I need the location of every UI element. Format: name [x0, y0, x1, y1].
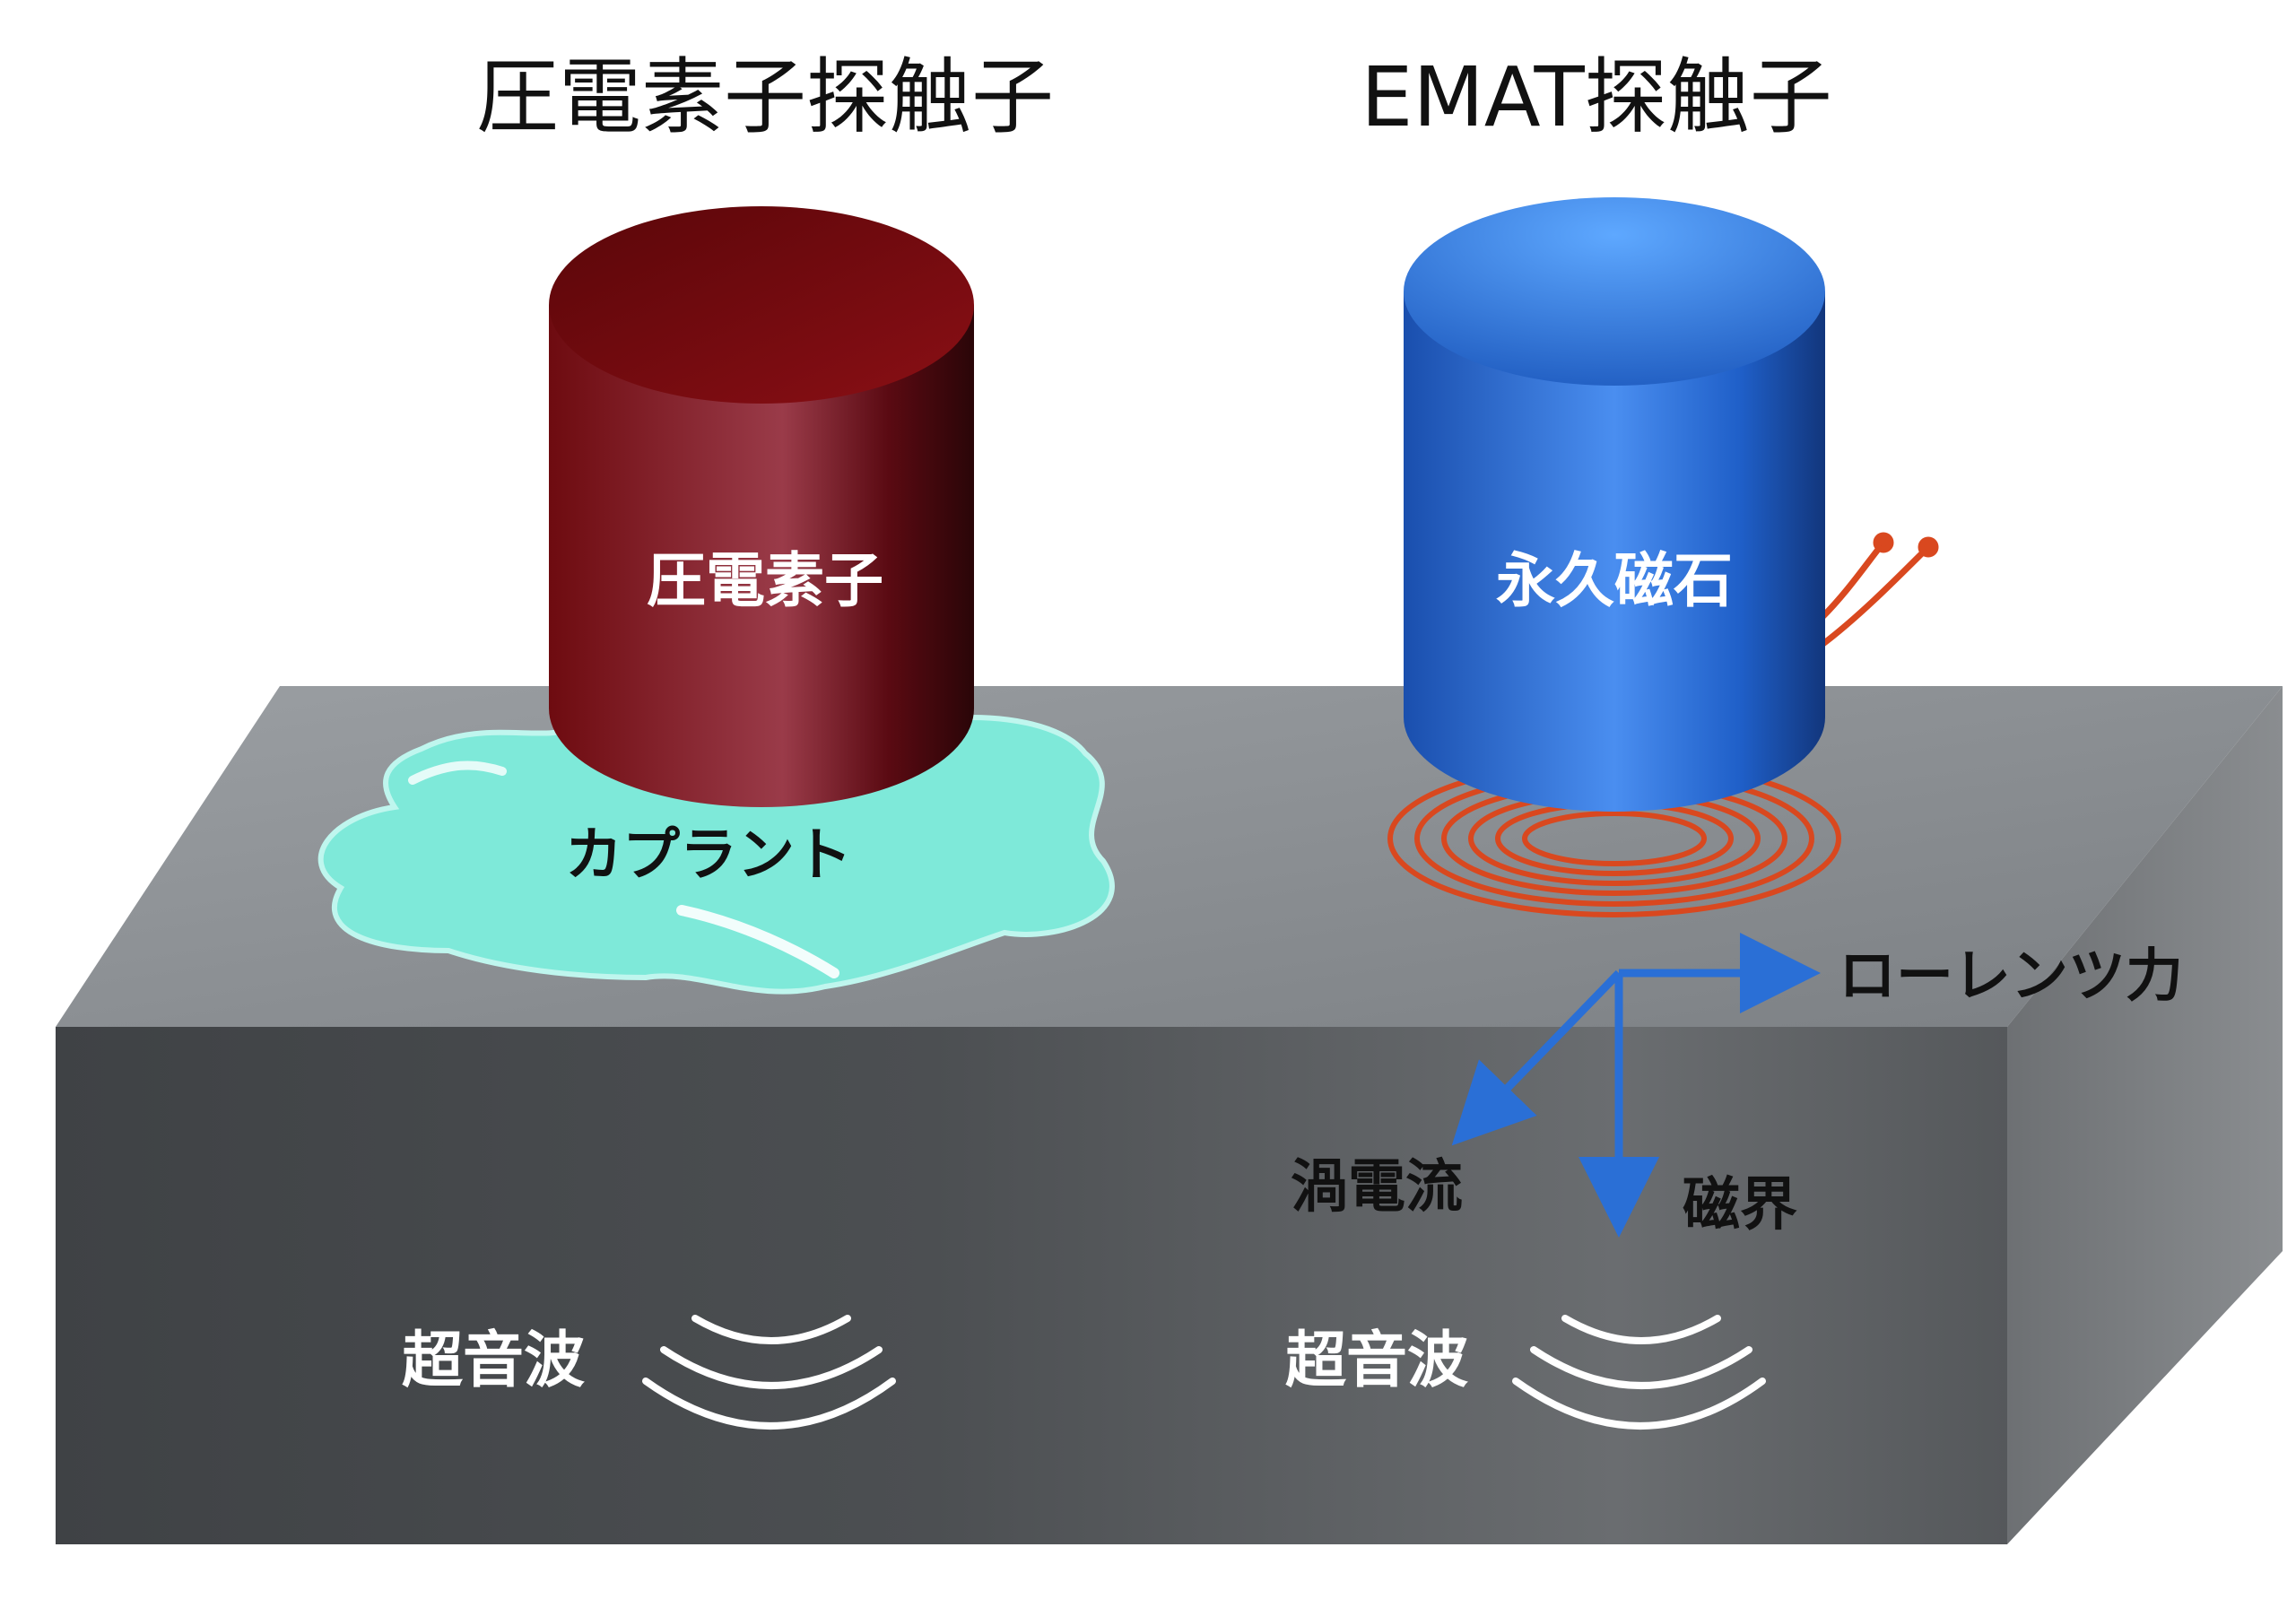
ultrasound-label-left: 超音波: [402, 1326, 585, 1396]
emat-probe: [1404, 197, 1825, 812]
emat-probe-title: EMAT探触子: [1361, 49, 1832, 145]
eddy-current-arrow: [1451, 969, 1622, 1146]
piezo-cylinder-body: [549, 305, 974, 807]
couplant-highlight: [676, 905, 839, 978]
piezo-probe: [549, 206, 974, 807]
couplant-label: カプラント: [565, 822, 852, 889]
force-arrows: [1451, 933, 1821, 1238]
piezo-probe-title: 圧電素子探触子: [476, 49, 1054, 145]
eddy-current-label: 渦電流: [1291, 1154, 1463, 1221]
lorentz-force-label: ローレンツ力: [1839, 943, 2183, 1010]
magnetic-field-label: 磁界: [1683, 1172, 1797, 1239]
ultrasound-waves-right: [1512, 1315, 1766, 1430]
ultrasound-waves-left: [642, 1315, 896, 1430]
magnet-cylinder-top: [1404, 197, 1825, 386]
couplant-highlight-2: [408, 761, 507, 785]
magnet-cylinder-body: [1404, 291, 1825, 812]
permanent-magnet-label: 永久磁石: [1496, 546, 1733, 615]
piezo-cylinder-top: [549, 206, 974, 404]
coil-lead-wires: [1817, 532, 1939, 649]
block-front-face: [56, 1027, 2007, 1544]
block-side-face: [2007, 686, 2283, 1544]
piezo-element-label: 圧電素子: [647, 546, 883, 615]
ultrasound-label-right: 超音波: [1285, 1326, 1468, 1396]
